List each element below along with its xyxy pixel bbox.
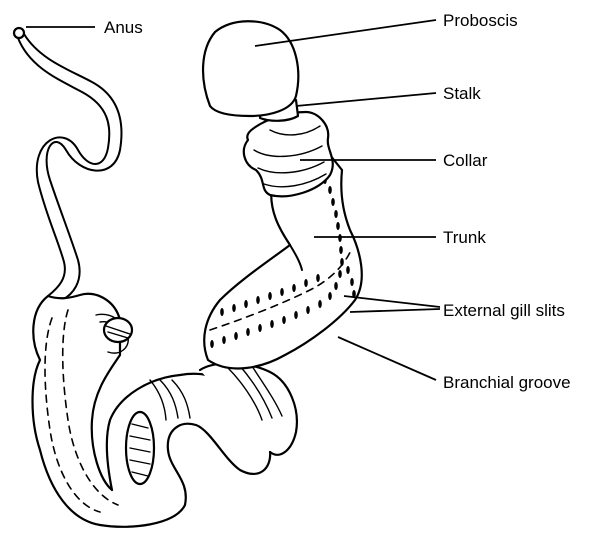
proboscis (202, 20, 300, 118)
label-external-gill-slits: External gill slits (443, 301, 565, 320)
trunk (203, 153, 363, 370)
gill-slits-leader-a (343, 295, 441, 308)
label-branchial-groove: Branchial groove (443, 373, 571, 392)
tail (12, 26, 123, 301)
label-proboscis: Proboscis (443, 11, 518, 30)
anus-opening (12, 26, 26, 40)
label-stalk: Stalk (443, 84, 481, 103)
collar (242, 110, 334, 198)
coiled-body (31, 292, 298, 528)
label-collar: Collar (443, 151, 488, 170)
label-trunk: Trunk (443, 228, 486, 247)
label-anus: Anus (104, 18, 143, 37)
branchial-groove-leader (337, 336, 437, 381)
proboscis-leader (254, 19, 437, 47)
gill-slits (210, 166, 356, 348)
gill-slits-leader-b (349, 308, 441, 313)
stalk-leader (295, 92, 437, 107)
